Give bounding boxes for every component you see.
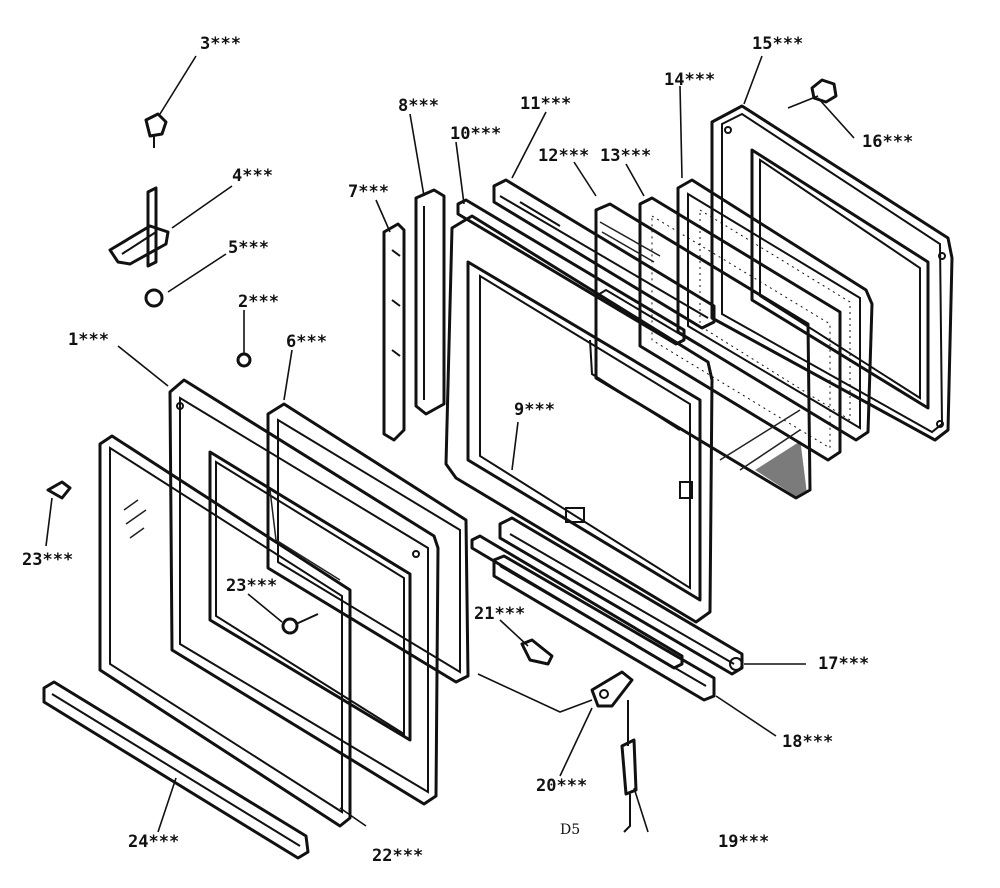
label-part-21: 21***	[474, 604, 526, 624]
label-part-19: 19***	[718, 832, 770, 852]
label-part-2: 2***	[238, 292, 279, 312]
label-part-17: 17***	[818, 654, 870, 674]
part-14-gasket	[676, 178, 874, 442]
label-part-16: 16***	[862, 132, 914, 152]
part-15-rear-frame	[710, 104, 954, 442]
label-part-8: 8***	[398, 96, 439, 116]
leader-lines	[45, 55, 855, 833]
label-part-6: 6***	[286, 332, 327, 352]
part-16-screw	[787, 78, 838, 109]
part-1-outer-panel	[168, 378, 440, 806]
lower-hardware	[477, 638, 638, 833]
hinge-assembly	[108, 112, 170, 308]
label-part-1: 1***	[68, 330, 109, 350]
part-13-glass	[638, 196, 842, 462]
part-8-side-rail	[414, 188, 446, 416]
label-part-24: 24***	[128, 832, 180, 852]
part-7-bracket	[382, 222, 406, 442]
part-6-gasket	[266, 402, 470, 684]
part-23-screws	[46, 480, 319, 635]
part-24-bottom-trim	[42, 680, 310, 860]
label-part-10: 10***	[450, 124, 502, 144]
label-part-12: 12***	[538, 146, 590, 166]
diagram-code: D5	[560, 822, 581, 838]
part-17-channel	[498, 516, 744, 676]
label-part-7: 7***	[348, 182, 389, 202]
label-part-14: 14***	[664, 70, 716, 90]
label-part-3: 3***	[200, 34, 241, 54]
part-11-top-channel	[492, 178, 716, 330]
label-part-13: 13***	[600, 146, 652, 166]
label-part-4: 4***	[232, 166, 273, 186]
label-part-11: 11***	[520, 94, 572, 114]
part-9-inner-frame	[444, 214, 714, 624]
part-2-nut	[236, 352, 252, 368]
label-part-9: 9***	[514, 400, 555, 420]
part-12-inner-glass	[594, 202, 812, 500]
label-part-18: 18***	[782, 732, 834, 752]
label-part-22: 22***	[372, 846, 424, 866]
label-part-23-center: 23***	[226, 576, 278, 596]
label-part-5: 5***	[228, 238, 269, 258]
part-10-strip	[456, 198, 686, 346]
label-part-20: 20***	[536, 776, 588, 796]
label-part-15: 15***	[752, 34, 804, 54]
label-part-23-left: 23***	[22, 550, 74, 570]
bottom-strip	[470, 534, 684, 670]
part-22-glass-front	[98, 434, 352, 828]
